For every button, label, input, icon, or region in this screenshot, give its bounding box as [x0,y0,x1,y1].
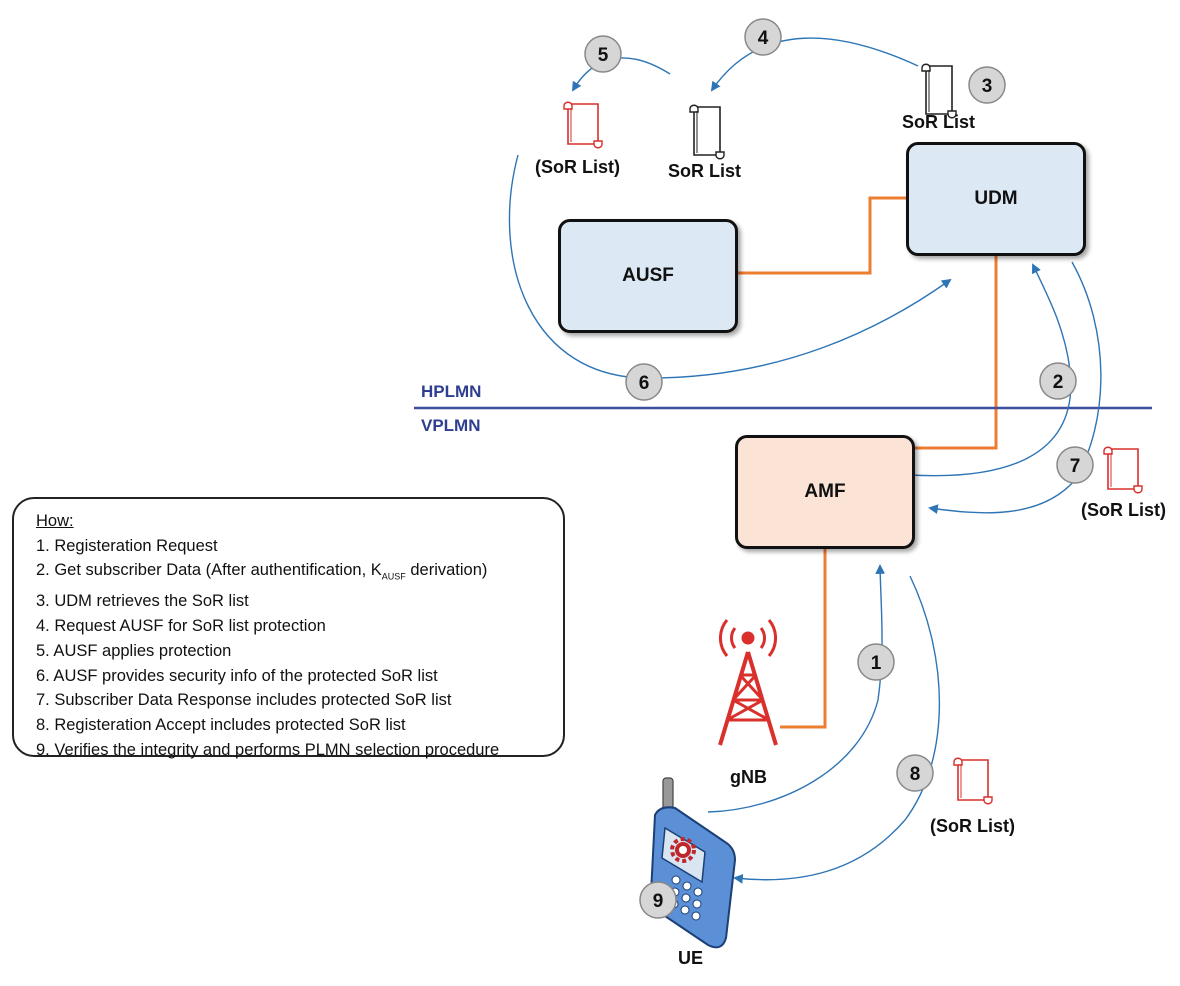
how-item-2-text: 2. Get subscriber Data (After authentifi… [36,561,382,580]
svg-text:4: 4 [758,28,769,49]
link-ausf-udm [735,196,908,275]
how-item-9: 9. Verifies the integrity and performs P… [36,740,500,759]
amf-node: AMF [735,435,915,549]
vplmn-label: VPLMN [421,416,481,435]
svg-text:7: 7 [1070,456,1081,477]
link-amf-gnb [780,546,827,729]
step-badges: 1 2 3 4 5 6 7 8 9 [584,18,1094,919]
protected-scroll-icon [953,757,993,805]
how-item-2-tail: derivation) [405,561,488,580]
udm-node: UDM [906,142,1086,256]
scroll-icon [921,63,957,119]
svg-text:5: 5 [598,45,609,66]
sor-list-label-ausf: SoR List [668,161,742,181]
how-item-2-subscript: AUSF [381,571,406,582]
scroll-icon [689,104,725,160]
protected-sor-list-label-amf: (SoR List) [1081,500,1166,520]
how-item-6: 6. AUSF provides security info of the pr… [36,666,438,685]
how-item-4: 4. Request AUSF for SoR list protection [36,617,326,636]
udm-label: UDM [974,188,1018,209]
gear-icon [670,837,696,863]
gnb-label: gNB [730,767,767,787]
how-item-5: 5. AUSF applies protection [36,641,232,660]
protected-sor-list-label-ue: (SoR List) [930,816,1015,836]
svg-text:6: 6 [639,373,650,394]
svg-text:8: 8 [910,764,921,785]
ausf-label: AUSF [622,265,674,286]
how-item-8: 8. Registeration Accept includes protect… [36,715,406,734]
sor-list-label-udm: SoR List [902,112,976,132]
arrow-step-2 [909,263,1072,477]
hplmn-label: HPLMN [421,382,482,401]
link-udm-amf [912,254,998,450]
svg-text:3: 3 [982,76,993,97]
ue-label: UE [678,948,704,968]
ausf-node: AUSF [558,219,738,333]
svg-text:9: 9 [653,891,664,912]
svg-text:1: 1 [871,653,882,674]
arrow-step-8 [733,575,941,884]
protected-scroll-icon [563,101,603,149]
svg-text:2: 2 [1053,372,1064,393]
how-title: How: [36,512,74,530]
amf-label: AMF [804,481,846,502]
how-item-2: 2. Get subscriber Data (After authentifi… [36,558,563,589]
protected-scroll-icon [1103,446,1143,494]
arrow-step-4 [710,37,919,92]
how-item-7: 7. Subscriber Data Response includes pro… [36,691,452,710]
how-item-1: 1. Registeration Request [36,536,218,555]
antenna-tower-icon [718,619,778,746]
how-item-3: 3. UDM retrieves the SoR list [36,592,249,611]
mobile-phone-icon [649,777,737,949]
protected-sor-list-label-ausf: (SoR List) [535,157,620,177]
how-legend: How: 1. Registeration Request 2. Get sub… [12,497,565,759]
arrow-step-1 [707,564,886,813]
